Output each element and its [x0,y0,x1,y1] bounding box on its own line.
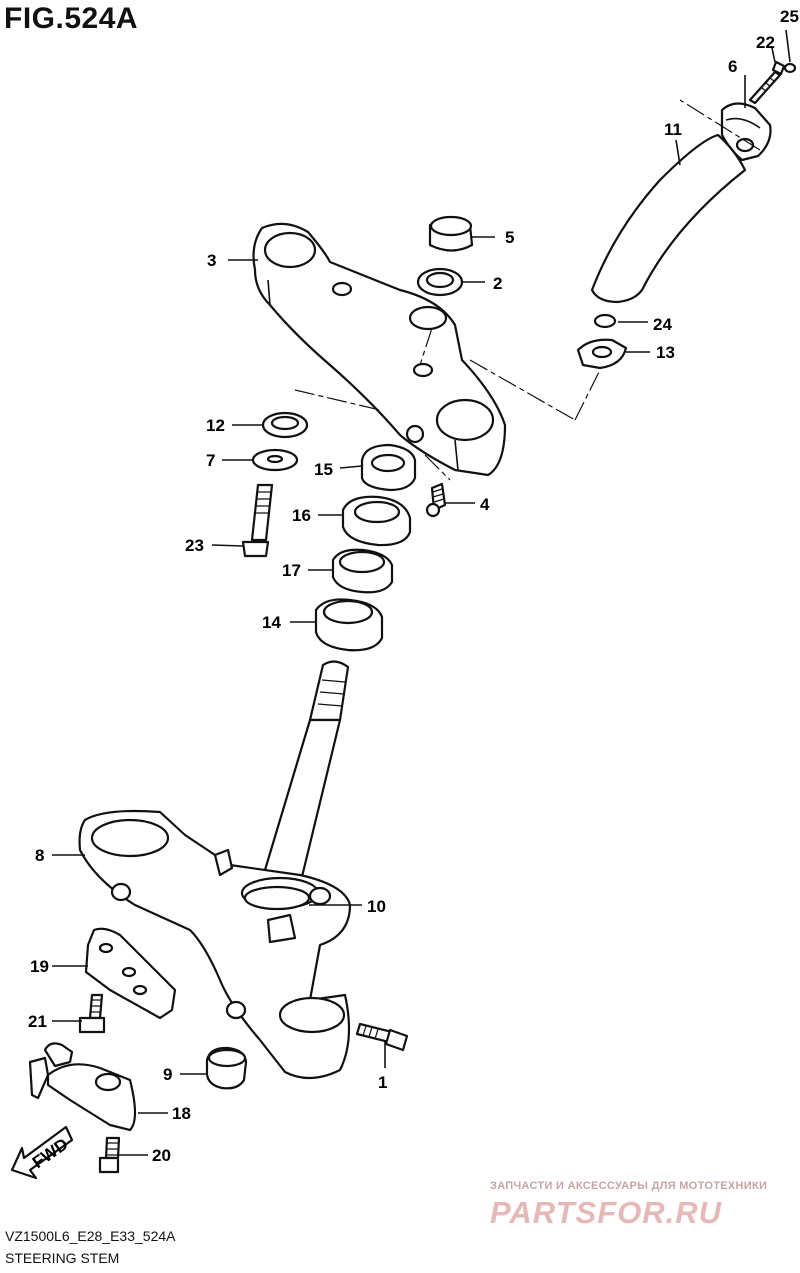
callout-7[interactable]: 7 [206,451,215,470]
callout-8[interactable]: 8 [35,846,44,865]
part-10-seal[interactable] [243,885,311,911]
leader-lines [52,29,791,1156]
callout-9[interactable]: 9 [163,1065,172,1084]
part-13-plate[interactable] [576,338,628,370]
part-24-washer[interactable] [593,313,617,329]
part-11-handlebar[interactable] [590,133,747,304]
diagram-name: STEERING STEM [5,1250,120,1266]
callout-18[interactable]: 18 [172,1104,191,1123]
part-8-lower-bracket[interactable] [78,660,352,1080]
callout-11[interactable]: 11 [664,120,682,139]
callout-labels: 25 22 6 11 5 2 3 24 13 12 7 15 4 16 23 1… [28,7,799,1165]
part-18-lock-bracket[interactable] [28,1042,137,1132]
callout-16[interactable]: 16 [292,506,311,525]
figure-title: FIG.524A [4,2,139,35]
callout-22[interactable]: 22 [756,33,775,52]
callout-3[interactable]: 3 [207,251,216,270]
callout-20[interactable]: 20 [152,1146,171,1165]
callout-2[interactable]: 2 [493,274,502,293]
part-2-washer[interactable] [416,267,464,297]
callout-6[interactable]: 6 [728,57,737,76]
part-17-bearing[interactable] [331,548,394,594]
diagram-code: VZ1500L6_E28_E33_524A [5,1228,176,1244]
part-3-upper-bracket[interactable] [252,222,507,477]
watermark-tagline: ЗАПЧАСТИ И АКСЕССУАРЫ ДЛЯ МОТОТЕХНИКИ [490,1180,768,1192]
part-5-cap[interactable] [428,215,474,252]
callout-19[interactable]: 19 [30,957,49,976]
part-1-bolt[interactable] [355,1022,409,1052]
part-22-bolt[interactable] [748,60,786,105]
callout-5[interactable]: 5 [505,228,514,247]
watermark-brand: PARTSFOR.RU [490,1195,723,1230]
fwd-arrow-icon: FWD [10,1125,74,1180]
callout-17[interactable]: 17 [282,561,301,580]
callout-4[interactable]: 4 [480,495,490,514]
part-9-collar[interactable] [205,1046,248,1090]
part-12-washer[interactable] [261,411,309,439]
part-14-bearing[interactable] [314,598,384,652]
callout-13[interactable]: 13 [656,343,675,362]
callout-1[interactable]: 1 [378,1073,387,1092]
callout-15[interactable]: 15 [314,460,333,479]
callout-23[interactable]: 23 [185,536,204,555]
part-20-bolt[interactable] [98,1136,121,1174]
callout-21[interactable]: 21 [28,1012,47,1031]
part-16-dust-seal[interactable] [341,495,412,547]
callout-14[interactable]: 14 [262,613,281,632]
callout-10[interactable]: 10 [367,897,386,916]
callout-12[interactable]: 12 [206,416,225,435]
part-15-nut[interactable] [360,443,417,492]
part-19-bracket[interactable] [84,927,177,1020]
callout-24[interactable]: 24 [653,315,672,334]
part-21-bolt[interactable] [78,993,106,1034]
callout-25[interactable]: 25 [780,7,799,26]
part-7-washer[interactable] [251,448,299,472]
part-4-bolt[interactable] [425,482,447,518]
part-25-clip[interactable] [783,62,797,74]
part-23-bolt[interactable] [241,483,274,558]
assembly-lines [294,99,761,481]
